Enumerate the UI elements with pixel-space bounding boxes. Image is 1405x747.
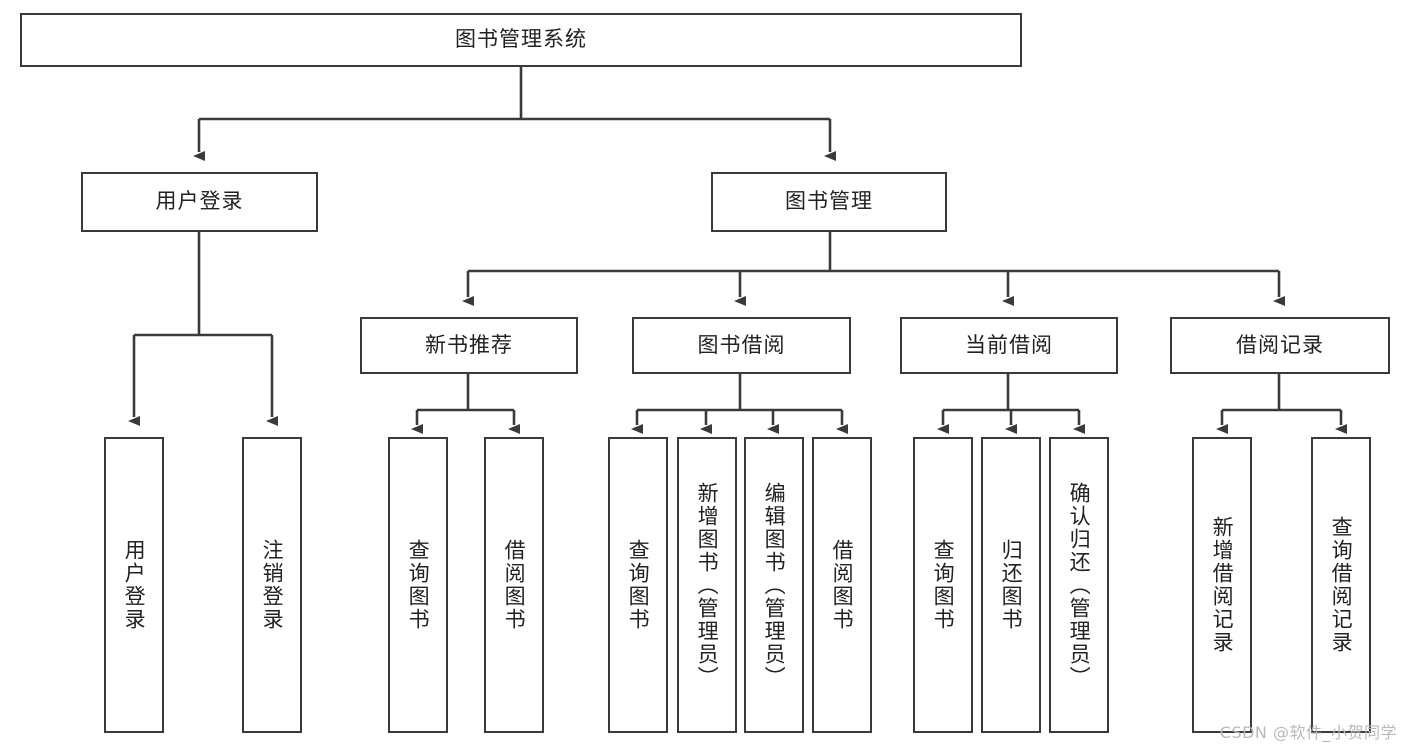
leaf-user-login[interactable]: 用户登录 bbox=[104, 437, 164, 733]
leaf-return-book[interactable]: 归还图书 bbox=[981, 437, 1041, 733]
leaf-edit-book[interactable]: 编辑图书（管理员） bbox=[744, 437, 804, 733]
leaf-query-book-borrow[interactable]: 查询图书 bbox=[608, 437, 668, 733]
leaf-borrow-book-recommend[interactable]: 借阅图书 bbox=[484, 437, 544, 733]
node-label: 查询图书 bbox=[931, 539, 956, 631]
node-label: 新增图书（管理员） bbox=[695, 481, 720, 689]
node-label: 借阅图书 bbox=[502, 539, 527, 631]
leaf-query-book-current[interactable]: 查询图书 bbox=[913, 437, 973, 733]
node-label: 新增借阅记录 bbox=[1210, 516, 1235, 654]
node-label: 图书管理系统 bbox=[455, 27, 587, 52]
node-label: 新书推荐 bbox=[425, 332, 513, 357]
leaf-add-book[interactable]: 新增图书（管理员） bbox=[677, 437, 737, 733]
leaf-confirm-return[interactable]: 确认归还（管理员） bbox=[1049, 437, 1109, 733]
csdn-watermark: CSDN @软件_小贺同学 bbox=[1219, 723, 1397, 742]
node-label: 查询图书 bbox=[406, 539, 431, 631]
node-label: 借阅记录 bbox=[1236, 332, 1324, 357]
node-label: 编辑图书（管理员） bbox=[762, 481, 787, 689]
node-label: 用户登录 bbox=[155, 189, 244, 214]
node-user-login[interactable]: 用户登录 bbox=[81, 172, 318, 232]
node-label: 查询图书 bbox=[626, 539, 651, 631]
leaf-user-logout[interactable]: 注销登录 bbox=[242, 437, 302, 733]
node-label: 查询借阅记录 bbox=[1329, 516, 1354, 654]
node-book-borrow[interactable]: 图书借阅 bbox=[632, 317, 851, 374]
node-label: 注销登录 bbox=[260, 539, 285, 631]
node-root-system[interactable]: 图书管理系统 bbox=[20, 13, 1022, 67]
node-borrow-record[interactable]: 借阅记录 bbox=[1170, 317, 1390, 374]
node-label: 图书管理 bbox=[785, 189, 873, 214]
leaf-query-book-recommend[interactable]: 查询图书 bbox=[388, 437, 448, 733]
node-label: 确认归还（管理员） bbox=[1067, 481, 1092, 689]
node-label: 借阅图书 bbox=[830, 539, 855, 631]
node-label: 用户登录 bbox=[122, 539, 147, 631]
leaf-query-borrow-record[interactable]: 查询借阅记录 bbox=[1311, 437, 1371, 733]
node-label: 图书借阅 bbox=[697, 332, 786, 357]
node-new-book-recommend[interactable]: 新书推荐 bbox=[360, 317, 578, 374]
node-label: 归还图书 bbox=[999, 539, 1024, 631]
leaf-add-borrow-record[interactable]: 新增借阅记录 bbox=[1192, 437, 1252, 733]
node-label: 当前借阅 bbox=[965, 332, 1053, 357]
node-current-borrow[interactable]: 当前借阅 bbox=[900, 317, 1118, 374]
leaf-borrow-book[interactable]: 借阅图书 bbox=[812, 437, 872, 733]
node-book-manage[interactable]: 图书管理 bbox=[711, 172, 947, 232]
